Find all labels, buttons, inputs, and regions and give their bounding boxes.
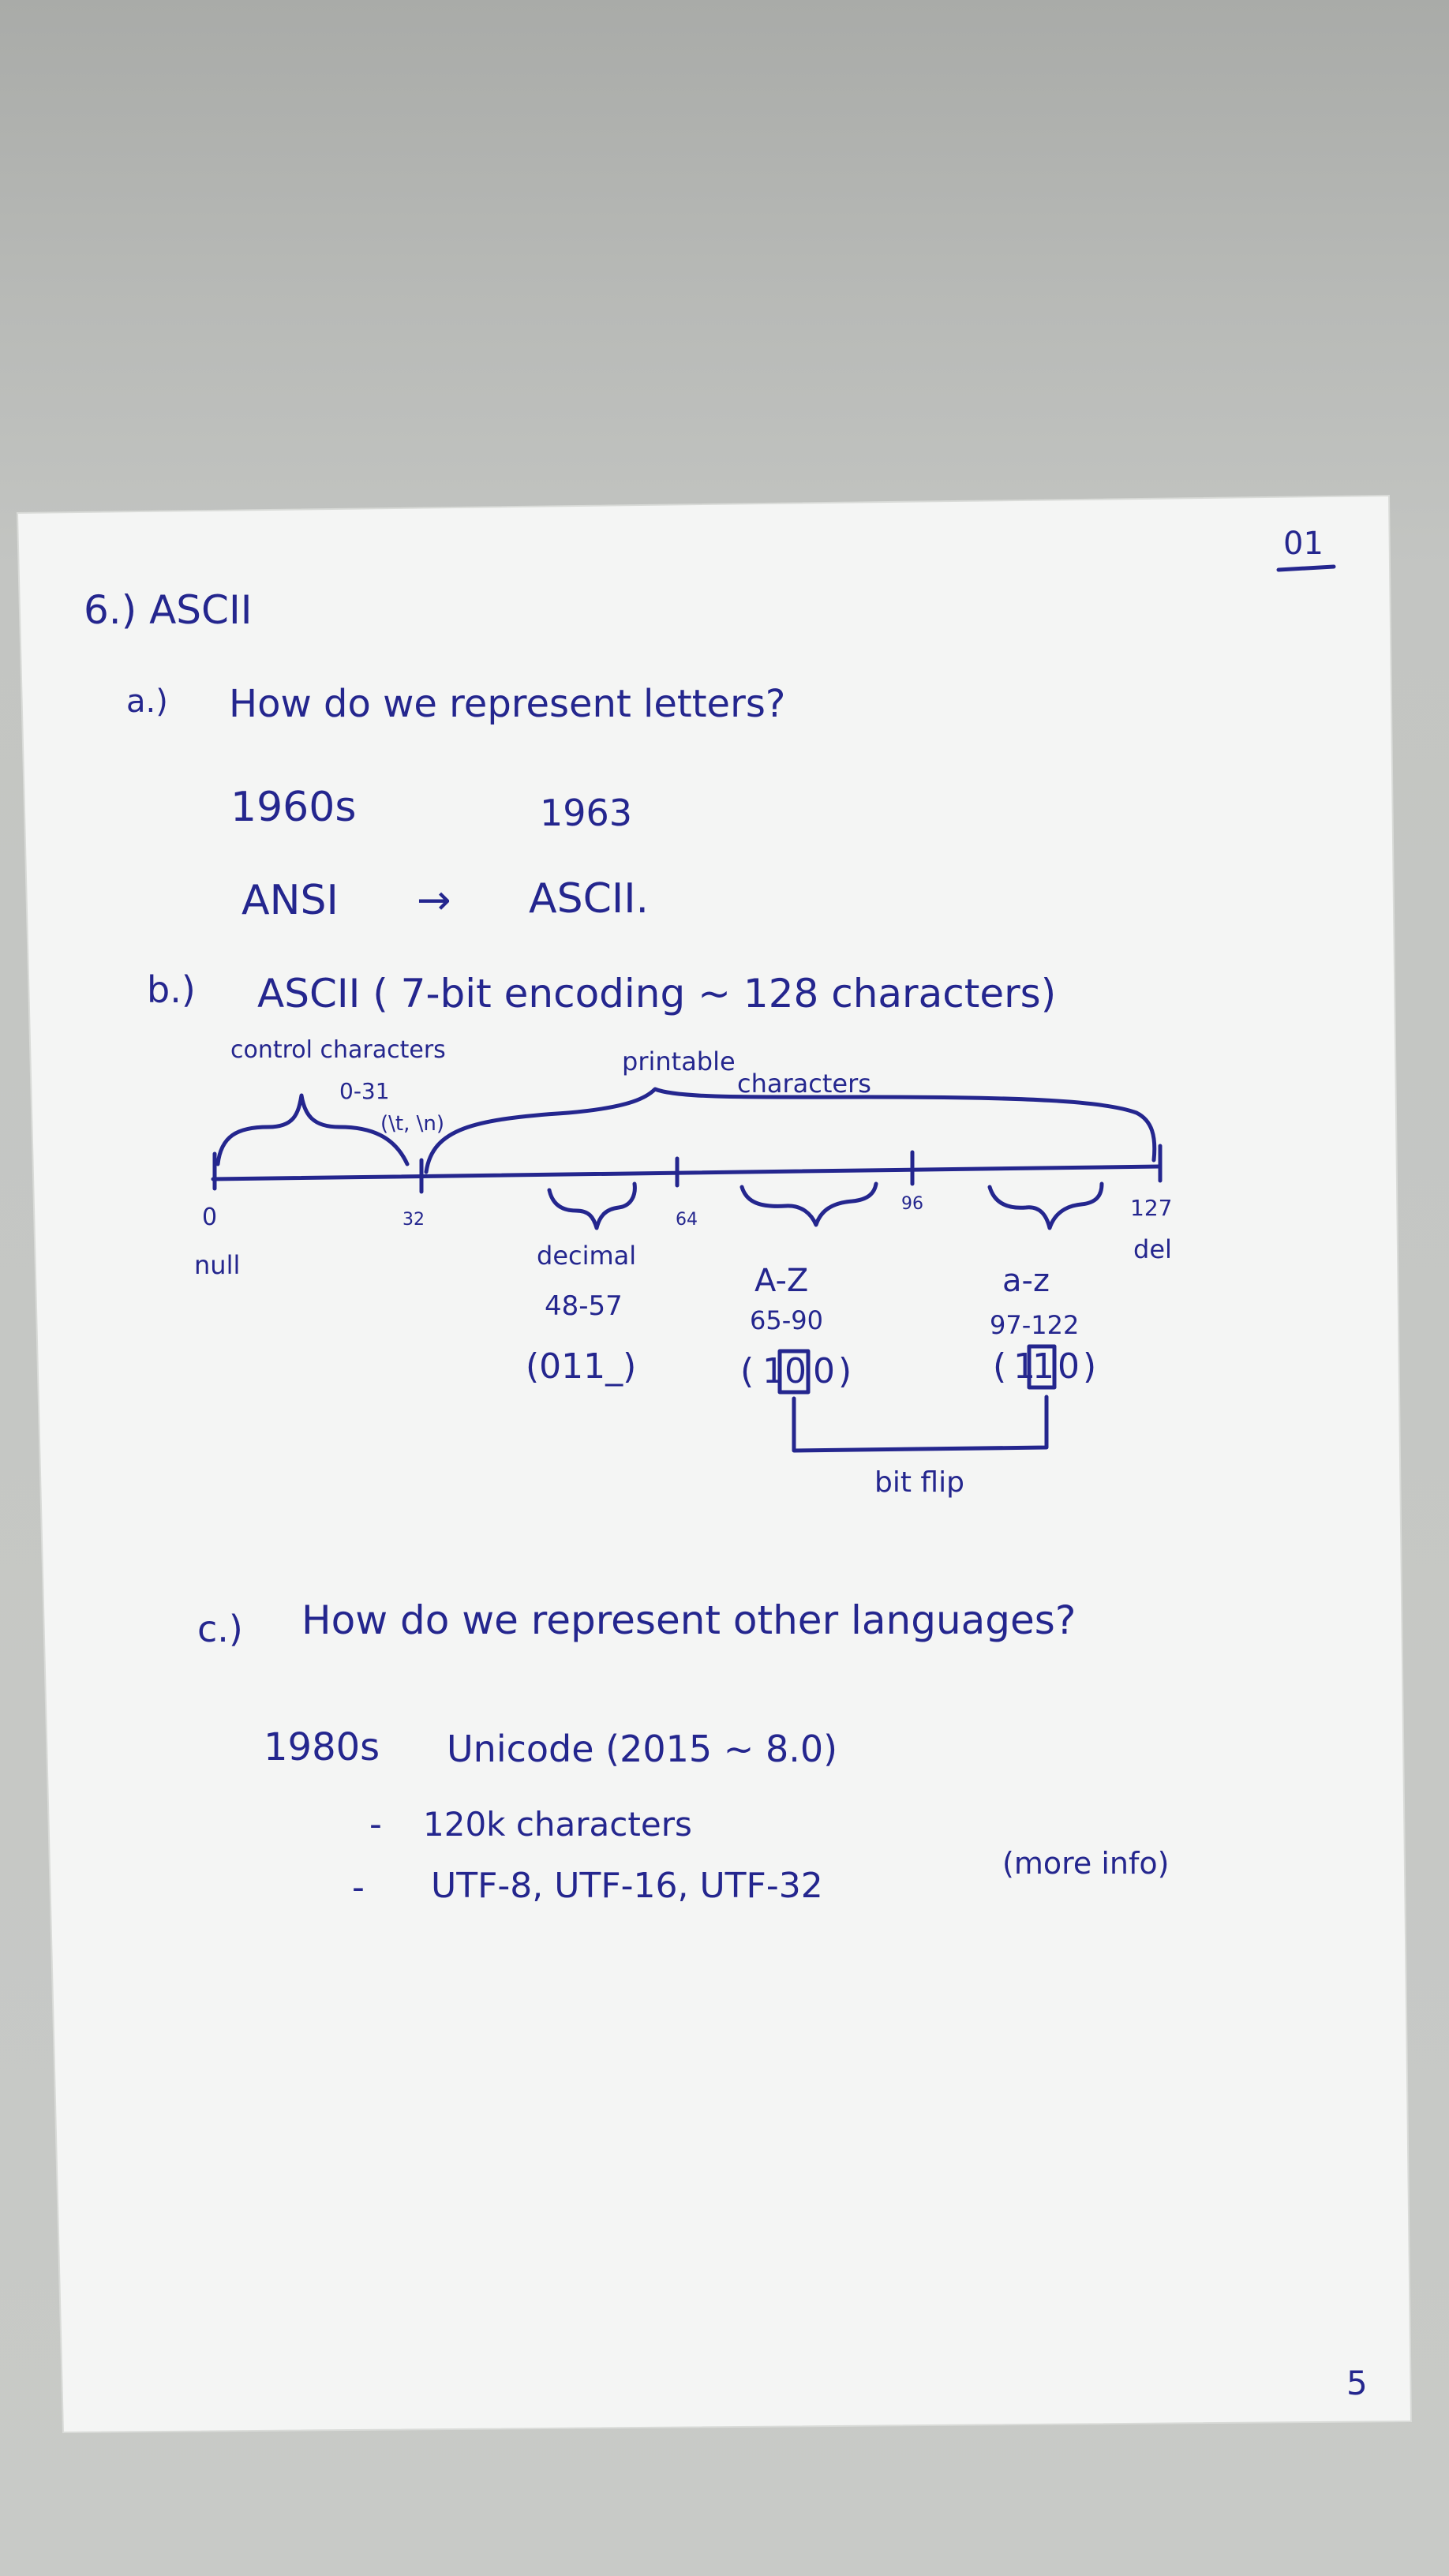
- part-c-decade: 1980s: [264, 1725, 380, 1769]
- uppercase-bits-close: ): [838, 1351, 852, 1391]
- printable-brace: [424, 1087, 1157, 1174]
- part-a-arrow: →: [417, 877, 451, 924]
- lowercase-bit-box: [1027, 1344, 1057, 1390]
- printable-label-characters: characters: [737, 1069, 871, 1099]
- control-brace: [215, 1093, 410, 1166]
- tick-label-64: 64: [676, 1210, 698, 1230]
- uppercase-bit-box: [777, 1349, 811, 1395]
- bit-flip-connector: [792, 1395, 1049, 1453]
- uppercase-bits-open: (: [740, 1351, 754, 1391]
- part-a-question: How do we represent letters?: [229, 682, 785, 726]
- bullet-1-dash: -: [369, 1804, 382, 1844]
- corner-mark: 01: [1283, 526, 1324, 562]
- part-b-label: b.): [147, 968, 196, 1011]
- uppercase-bit-3: 0: [813, 1351, 835, 1391]
- lowercase-bit-1: 1: [1013, 1346, 1035, 1387]
- part-b-heading: ASCII ( 7-bit encoding ~ 128 characters): [257, 971, 1056, 1017]
- lowercase-bits-close: ): [1083, 1346, 1096, 1387]
- bullet-1-text: 120k characters: [423, 1805, 692, 1844]
- lowercase-label: a-z: [1002, 1263, 1050, 1299]
- uppercase-label: A-Z: [754, 1263, 808, 1299]
- tick-label-96: 96: [901, 1194, 923, 1214]
- decimal-brace: [547, 1181, 637, 1230]
- ascii-number-line: [211, 1164, 1163, 1181]
- del-label: del: [1133, 1234, 1172, 1264]
- control-examples: (\t, \n): [380, 1112, 444, 1136]
- lowercase-bit-boxed: 1: [1032, 1346, 1054, 1387]
- bullet-2-text: UTF-8, UTF-16, UTF-32: [431, 1866, 823, 1906]
- null-label: null: [194, 1250, 240, 1280]
- tick-label-0: 0: [202, 1204, 217, 1231]
- page-number: 5: [1346, 2364, 1368, 2402]
- uppercase-range: 65-90: [750, 1305, 823, 1335]
- unicode-line: Unicode (2015 ~ 8.0): [447, 1728, 837, 1770]
- decimal-label: decimal: [537, 1241, 636, 1271]
- part-c-label: c.): [197, 1608, 243, 1650]
- bit-flip-label: bit flip: [874, 1466, 964, 1499]
- corner-mark-underline: [1276, 564, 1336, 572]
- decimal-bits: (011_): [526, 1346, 636, 1387]
- part-a-to: ASCII.: [529, 875, 649, 923]
- lowercase-brace: [987, 1181, 1104, 1230]
- part-c-question: How do we represent other languages?: [301, 1597, 1076, 1643]
- bullet-2-note: (more info): [1002, 1846, 1169, 1881]
- control-range: 0-31: [339, 1078, 390, 1104]
- control-characters-label: control characters: [230, 1036, 446, 1064]
- part-a-decade: 1960s: [230, 784, 356, 831]
- part-a-label: a.): [126, 683, 168, 720]
- tick-label-127: 127: [1130, 1195, 1172, 1221]
- uppercase-brace: [739, 1181, 878, 1227]
- decimal-range: 48-57: [545, 1290, 623, 1322]
- lowercase-range: 97-122: [990, 1310, 1079, 1340]
- lowercase-bits-open: (: [993, 1346, 1006, 1387]
- bullet-2-dash: -: [352, 1867, 365, 1908]
- uppercase-bit-boxed: 0: [784, 1351, 807, 1391]
- part-a-from: ANSI: [242, 877, 339, 924]
- part-a-year: 1963: [540, 792, 632, 834]
- printable-label: printable: [622, 1046, 736, 1076]
- tick-label-32: 32: [402, 1210, 425, 1230]
- section-heading: 6.) ASCII: [84, 587, 252, 633]
- paper-sheet: [16, 494, 1413, 2434]
- lowercase-bit-3: 0: [1058, 1346, 1080, 1387]
